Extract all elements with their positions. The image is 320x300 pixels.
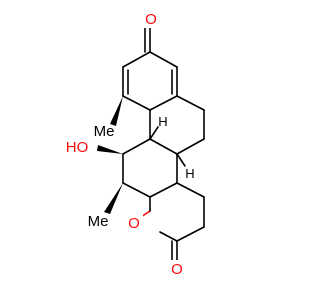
ring-b	[149, 95, 205, 155]
atom-labels: O HO O O Me Me H H	[58, 10, 195, 278]
ring-a	[122, 25, 178, 111]
ring-oxygen-label: O	[128, 215, 140, 232]
substituents	[97, 96, 186, 214]
h-lower-label: H	[185, 166, 194, 181]
ring-c	[122, 138, 178, 198]
lactone-oxygen-label: O	[171, 261, 183, 278]
methyl-top-label: Me	[94, 123, 115, 140]
methyl-bottom-label: Me	[88, 213, 109, 230]
h-upper-label: H	[158, 114, 167, 129]
ketone-oxygen-label: O	[145, 11, 157, 28]
hydroxyl-label: HO	[66, 139, 89, 156]
molecule-diagram: O HO O O Me Me H H	[58, 10, 205, 278]
